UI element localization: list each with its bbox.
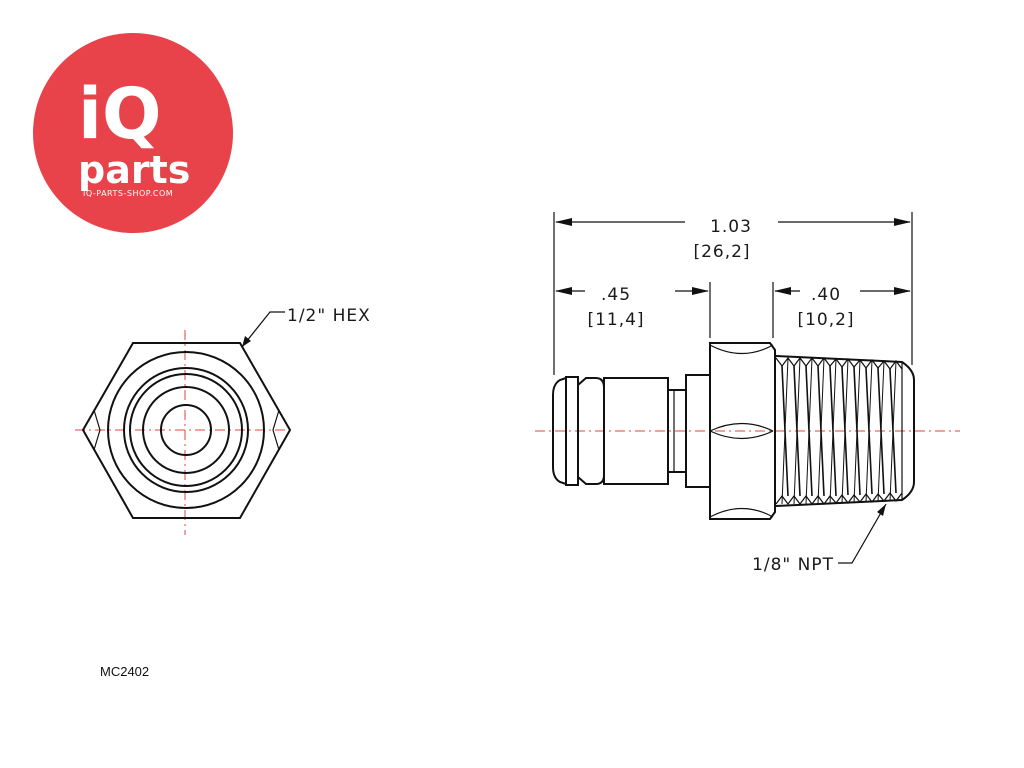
- stem-circle: [142, 386, 230, 474]
- thread-label: 1/8" NPT: [752, 555, 834, 575]
- npt-thread: [775, 355, 915, 507]
- thread-crest-bottom: [775, 492, 903, 505]
- overall-length-mm: [26,2]: [693, 242, 750, 262]
- front-length-in: .45: [601, 285, 631, 305]
- overall-arrow-left: [555, 218, 572, 226]
- overall-arrow-right: [894, 218, 911, 226]
- hex-leader-arrow: [242, 336, 251, 347]
- hex-flat-arc-mid-bottom: [709, 430, 774, 440]
- hex-flat-arc-bottom: [709, 508, 774, 518]
- bore-circle: [160, 404, 212, 456]
- groove-circle-outer: [123, 367, 249, 493]
- end-view: 1/2" HEX: [75, 306, 371, 535]
- npt-leader-line: [838, 503, 887, 564]
- npt-leader-arrow: [877, 504, 886, 516]
- logo-brand-top: iQ: [78, 73, 162, 155]
- part-code: MC2402: [100, 664, 150, 679]
- thread-arrow-right: [894, 287, 911, 295]
- logo-circle: [33, 33, 233, 233]
- overall-length-in: 1.03: [710, 217, 752, 237]
- logo-website: IQ-PARTS-SHOP.COM: [83, 189, 173, 198]
- thread-length-mm: [10,2]: [797, 310, 854, 330]
- front-length-mm: [11,4]: [587, 310, 644, 330]
- outer-face-circle: [107, 351, 265, 509]
- nose-groove-lip: [565, 376, 579, 486]
- hex-chamfer-right: [272, 409, 280, 451]
- side-view: 1.03 [26,2] .45 [11,4] .40 [10,2]: [535, 212, 960, 575]
- logo-brand-bottom: parts: [78, 148, 190, 192]
- front-arrow-left: [555, 287, 572, 295]
- front-arrow-right: [692, 287, 709, 295]
- thread-length-in: .40: [811, 285, 841, 305]
- nose-tip-outline: [552, 377, 567, 485]
- hex-leader-line: [241, 311, 285, 348]
- hex-label: 1/2" HEX: [287, 306, 371, 326]
- hex-outline: [81, 342, 292, 519]
- thread-arrow-left: [774, 287, 791, 295]
- hex-side-outline: [709, 342, 776, 520]
- iq-parts-logo: iQ parts IQ-PARTS-SHOP.COM: [33, 33, 233, 233]
- groove-circle-inner: [129, 373, 243, 487]
- thread-crest-top: [775, 357, 903, 370]
- thread-outline: [775, 355, 915, 507]
- thread-crest-lines: [781, 357, 897, 505]
- hex-flat-arc-top: [709, 344, 774, 354]
- hex-chamfer-left: [93, 409, 101, 451]
- hex-flat-arc-mid-top: [709, 422, 774, 432]
